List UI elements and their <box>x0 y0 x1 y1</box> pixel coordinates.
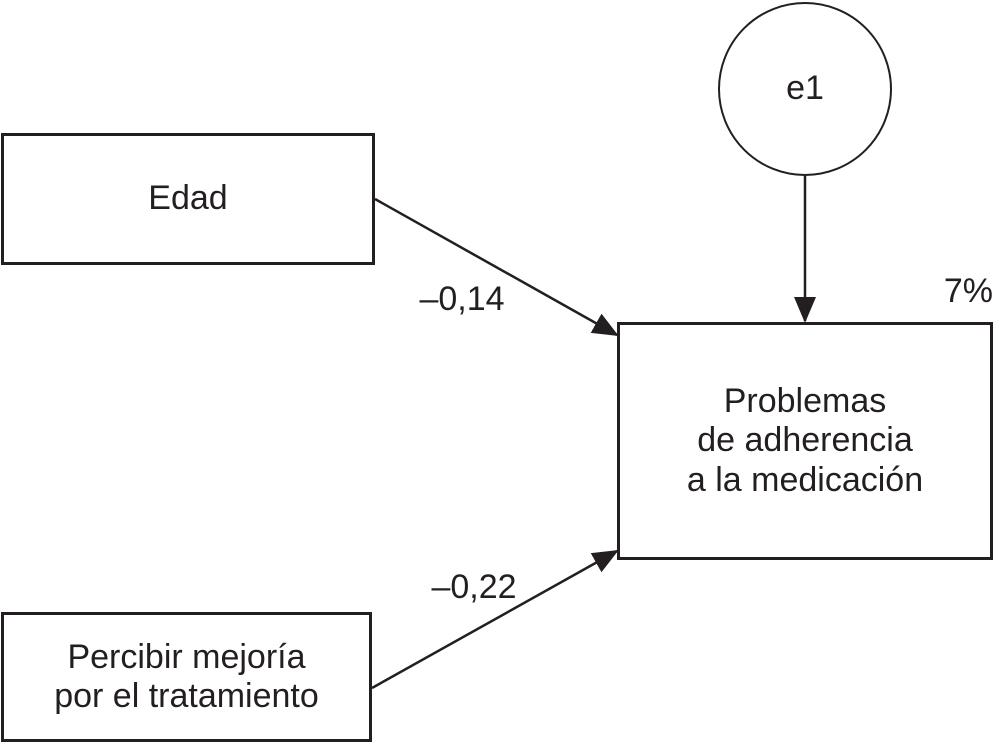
node-edad-label: Edad <box>148 179 228 218</box>
arrow-percibir-to-problemas <box>371 549 619 690</box>
arrow-edad-to-problemas <box>374 197 619 337</box>
node-error-e1-label: e1 <box>786 69 824 108</box>
node-problemas-adherencia: Problemas de adherencia a la medicación <box>617 322 993 560</box>
node-percibir-mejoria: Percibir mejoría por el tratamiento <box>1 612 372 742</box>
coefficient-edad-to-problemas: –0,14 <box>419 280 505 318</box>
node-error-e1: e1 <box>718 2 892 176</box>
node-edad: Edad <box>1 133 375 265</box>
variance-explained-label: 7% <box>943 272 993 310</box>
coefficient-percibir-to-problemas: –0,22 <box>431 568 517 606</box>
node-problemas-adherencia-label: Problemas de adherencia a la medicación <box>686 381 924 499</box>
node-percibir-mejoria-label: Percibir mejoría por el tratamiento <box>54 637 319 715</box>
